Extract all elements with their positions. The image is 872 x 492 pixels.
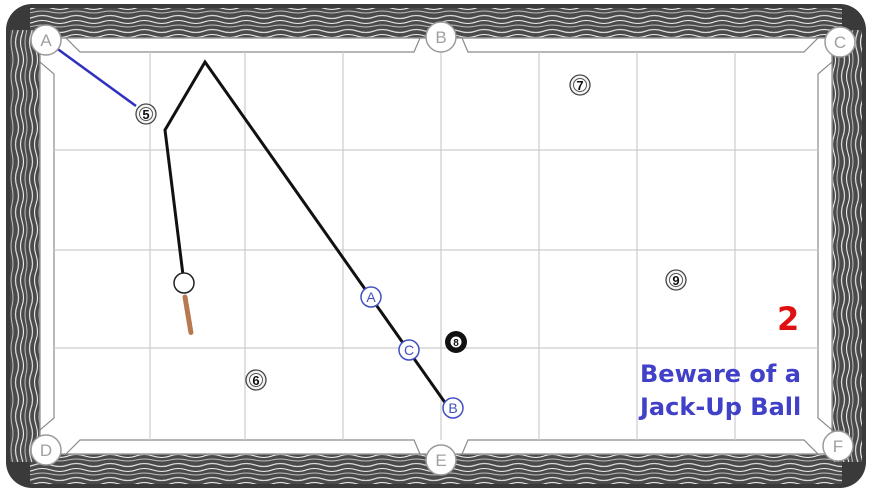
pocket-e-label: E bbox=[435, 451, 446, 470]
cue-ball bbox=[174, 273, 194, 293]
position-a: A bbox=[361, 287, 381, 307]
pocket-f: F bbox=[823, 431, 853, 461]
ball-8: 8 bbox=[445, 331, 467, 353]
ball-6: 6 bbox=[246, 370, 266, 390]
caption-line-1: Beware of a bbox=[640, 360, 801, 388]
position-b: B bbox=[443, 398, 463, 418]
diagram-number: 2 bbox=[777, 300, 799, 338]
pocket-b: B bbox=[426, 22, 456, 52]
pocket-a-label: A bbox=[40, 31, 52, 50]
pocket-d-label: D bbox=[40, 441, 52, 460]
position-c-label: C bbox=[404, 342, 414, 358]
ball-8-number: 8 bbox=[453, 338, 459, 349]
pocket-b-label: B bbox=[435, 28, 446, 47]
pocket-d: D bbox=[31, 435, 61, 465]
pocket-e: E bbox=[426, 445, 456, 475]
ball-9: 9 bbox=[666, 270, 686, 290]
right-rail bbox=[832, 30, 862, 462]
position-a-label: A bbox=[366, 289, 376, 305]
ball-7-number: 7 bbox=[576, 78, 583, 93]
position-b-label: B bbox=[448, 400, 457, 416]
pocket-c: C bbox=[825, 27, 855, 57]
position-c: C bbox=[399, 340, 419, 360]
pocket-c-label: C bbox=[834, 33, 846, 52]
pocket-a: A bbox=[31, 25, 61, 55]
ball-9-number: 9 bbox=[672, 273, 679, 288]
ball-6-number: 6 bbox=[252, 373, 259, 388]
ball-7: 7 bbox=[570, 75, 590, 95]
ball-5-number: 5 bbox=[142, 107, 149, 122]
pocket-f-label: F bbox=[833, 437, 843, 456]
ball-5: 5 bbox=[136, 104, 156, 124]
left-rail bbox=[10, 30, 40, 462]
caption-line-2: Jack-Up Ball bbox=[640, 393, 801, 421]
